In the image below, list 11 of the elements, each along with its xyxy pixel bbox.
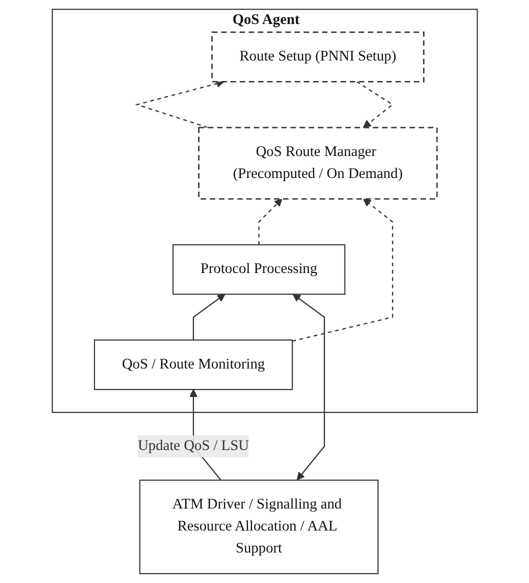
arrow [192,294,225,340]
arrow [258,198,282,245]
node-box: QoS Route Manager (Precomputed / On Demand) [198,126,438,200]
arrow [356,81,394,128]
node-box: QoS / Route Monitoring [94,340,293,390]
node-box: Route Setup (PNNI Setup) [211,32,424,82]
arrow [292,198,393,342]
node-box: Protocol Processing [172,244,346,295]
edge-label: Update QoS / LSU [138,438,249,454]
arrow [292,294,325,480]
node-box: ATM Driver / Signalling and Resource Allocation / AAL Support [138,480,378,574]
